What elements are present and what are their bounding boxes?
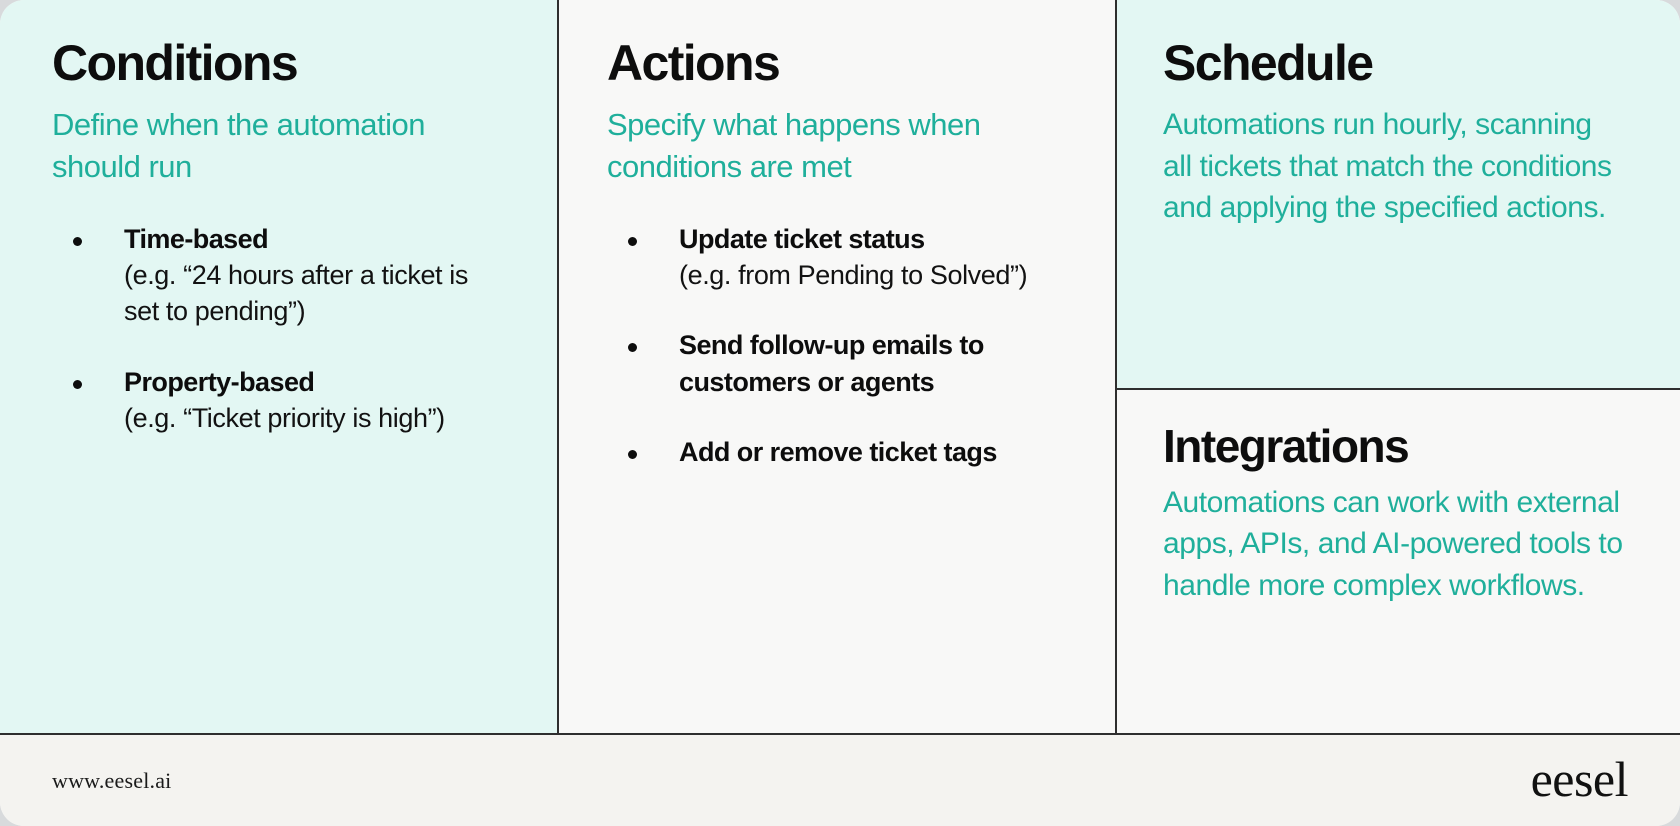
- panel-actions: Actions Specify what happens when condit…: [559, 0, 1117, 733]
- list-item: Update ticket status (e.g. from Pending …: [607, 221, 1073, 293]
- panel-integrations: Integrations Automations can work with e…: [1117, 390, 1680, 733]
- panel-conditions: Conditions Define when the automation sh…: [0, 0, 559, 733]
- bullet-dot-icon: [628, 237, 637, 247]
- actions-title: Actions: [607, 35, 781, 91]
- bullet-detail: (e.g. “Ticket priority is high”): [124, 402, 445, 433]
- conditions-subtitle: Define when the automation should run: [52, 107, 426, 184]
- bullet-title: Send follow-up emails to customers or ag…: [679, 330, 984, 397]
- bullet-detail: (e.g. “24 hours after a ticket is set to…: [124, 260, 468, 327]
- conditions-bullet-list: Time-based (e.g. “24 hours after a ticke…: [52, 221, 509, 436]
- bullet-detail: (e.g. from Pending to Solved”): [679, 260, 1028, 291]
- bullet-dot-icon: [628, 449, 637, 459]
- integrations-title: Integrations: [1163, 420, 1410, 472]
- footer-url[interactable]: www.eesel.ai: [52, 767, 172, 793]
- bullet-dot-icon: [628, 343, 637, 353]
- integrations-body: Automations can work with external apps,…: [1163, 485, 1623, 603]
- footer: www.eesel.ai eesel: [0, 733, 1680, 826]
- schedule-body: Automations run hourly, scanning all tic…: [1163, 108, 1612, 225]
- bullet-dot-icon: [73, 237, 82, 247]
- conditions-title: Conditions: [52, 35, 299, 91]
- eesel-logo: eesel: [1530, 750, 1629, 807]
- list-item: Send follow-up emails to customers or ag…: [607, 327, 1073, 399]
- panels-row: Conditions Define when the automation sh…: [0, 0, 1680, 733]
- bullet-title: Add or remove ticket tags: [679, 436, 997, 467]
- schedule-title: Schedule: [1163, 35, 1374, 91]
- bullet-title: Property-based: [124, 366, 315, 397]
- list-item: Property-based (e.g. “Ticket priority is…: [52, 364, 509, 436]
- list-item: Add or remove ticket tags: [607, 434, 1073, 470]
- actions-subtitle: Specify what happens when conditions are…: [607, 107, 981, 184]
- bullet-dot-icon: [73, 379, 82, 389]
- list-item: Time-based (e.g. “24 hours after a ticke…: [52, 221, 509, 330]
- panel-schedule: Schedule Automations run hourly, scannin…: [1117, 0, 1680, 390]
- bullet-title: Update ticket status: [679, 224, 925, 255]
- right-column: Schedule Automations run hourly, scannin…: [1117, 0, 1680, 733]
- bullet-title: Time-based: [124, 224, 269, 255]
- actions-bullet-list: Update ticket status (e.g. from Pending …: [607, 221, 1073, 470]
